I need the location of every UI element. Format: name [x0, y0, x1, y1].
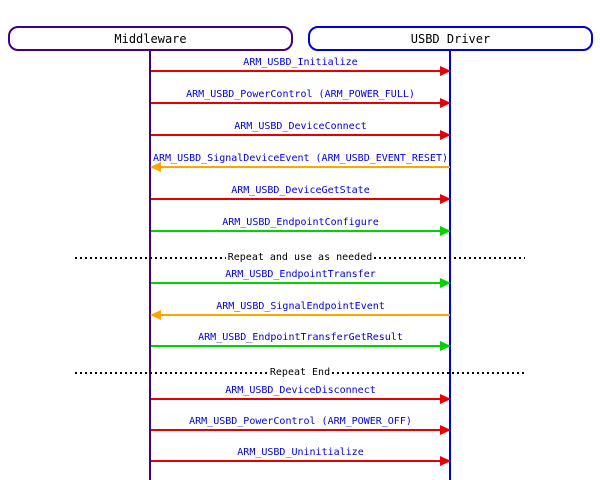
arrowhead-right-icon: [440, 66, 451, 76]
message-label: ARM_USBD_EndpointTransfer: [225, 269, 376, 280]
message-line: [155, 166, 450, 168]
message-label: ARM_USBD_DeviceDisconnect: [225, 385, 376, 396]
message-line: [151, 230, 446, 232]
message-row: ARM_USBD_EndpointTransferGetResult: [151, 332, 451, 352]
message-row: ARM_USBD_Uninitialize: [151, 447, 451, 467]
message-line: [155, 314, 450, 316]
participant-label: Middleware: [114, 31, 187, 46]
repeat-divider: Repeat End: [75, 366, 525, 380]
message-row: ARM_USBD_EndpointConfigure: [151, 217, 451, 237]
message-label: ARM_USBD_EndpointTransferGetResult: [198, 332, 403, 343]
divider-label: Repeat and use as needed: [227, 252, 373, 263]
message-row: ARM_USBD_EndpointTransfer: [151, 269, 451, 289]
message-row: ARM_USBD_SignalDeviceEvent (ARM_USBD_EVE…: [150, 153, 450, 173]
message-line: [151, 70, 446, 72]
message-row: ARM_USBD_DeviceDisconnect: [151, 385, 451, 405]
arrowhead-right-icon: [440, 394, 451, 404]
arrowhead-right-icon: [440, 278, 451, 288]
message-line: [151, 198, 446, 200]
message-row: ARM_USBD_DeviceGetState: [151, 185, 451, 205]
arrowhead-right-icon: [440, 98, 451, 108]
message-line: [151, 398, 446, 400]
arrowhead-right-icon: [440, 130, 451, 140]
message-label: ARM_USBD_DeviceConnect: [234, 121, 367, 132]
participant-label: USBD Driver: [410, 31, 491, 46]
message-label: ARM_USBD_PowerControl (ARM_POWER_FULL): [186, 89, 415, 100]
arrowhead-right-icon: [440, 456, 451, 466]
participant-usbd-driver: USBD Driver: [308, 26, 593, 51]
arrowhead-left-icon: [150, 310, 161, 320]
message-line: [151, 102, 446, 104]
arrowhead-right-icon: [440, 194, 451, 204]
message-label: ARM_USBD_SignalDeviceEvent (ARM_USBD_EVE…: [152, 153, 448, 164]
arrowhead-right-icon: [440, 341, 451, 351]
message-row: ARM_USBD_PowerControl (ARM_POWER_FULL): [151, 89, 451, 109]
message-label: ARM_USBD_SignalEndpointEvent: [216, 301, 385, 312]
message-row: ARM_USBD_SignalEndpointEvent: [150, 301, 450, 321]
arrowhead-left-icon: [150, 162, 161, 172]
message-row: ARM_USBD_DeviceConnect: [151, 121, 451, 141]
message-line: [151, 460, 446, 462]
message-line: [151, 429, 446, 431]
participant-middleware: Middleware: [8, 26, 293, 51]
message-label: ARM_USBD_EndpointConfigure: [222, 217, 379, 228]
message-line: [151, 345, 446, 347]
lifeline-middleware: [149, 51, 151, 480]
message-label: ARM_USBD_Uninitialize: [237, 447, 364, 458]
message-line: [151, 134, 446, 136]
message-line: [151, 282, 446, 284]
message-label: ARM_USBD_Initialize: [243, 57, 358, 68]
message-label: ARM_USBD_DeviceGetState: [231, 185, 370, 196]
message-label: ARM_USBD_PowerControl (ARM_POWER_OFF): [189, 416, 412, 427]
arrowhead-right-icon: [440, 425, 451, 435]
message-row: ARM_USBD_Initialize: [151, 57, 451, 77]
message-row: ARM_USBD_PowerControl (ARM_POWER_OFF): [151, 416, 451, 436]
arrowhead-right-icon: [440, 226, 451, 236]
lifeline-usbd-driver: [449, 51, 451, 480]
divider-label: Repeat End: [269, 367, 331, 378]
repeat-divider: Repeat and use as needed: [75, 251, 525, 265]
